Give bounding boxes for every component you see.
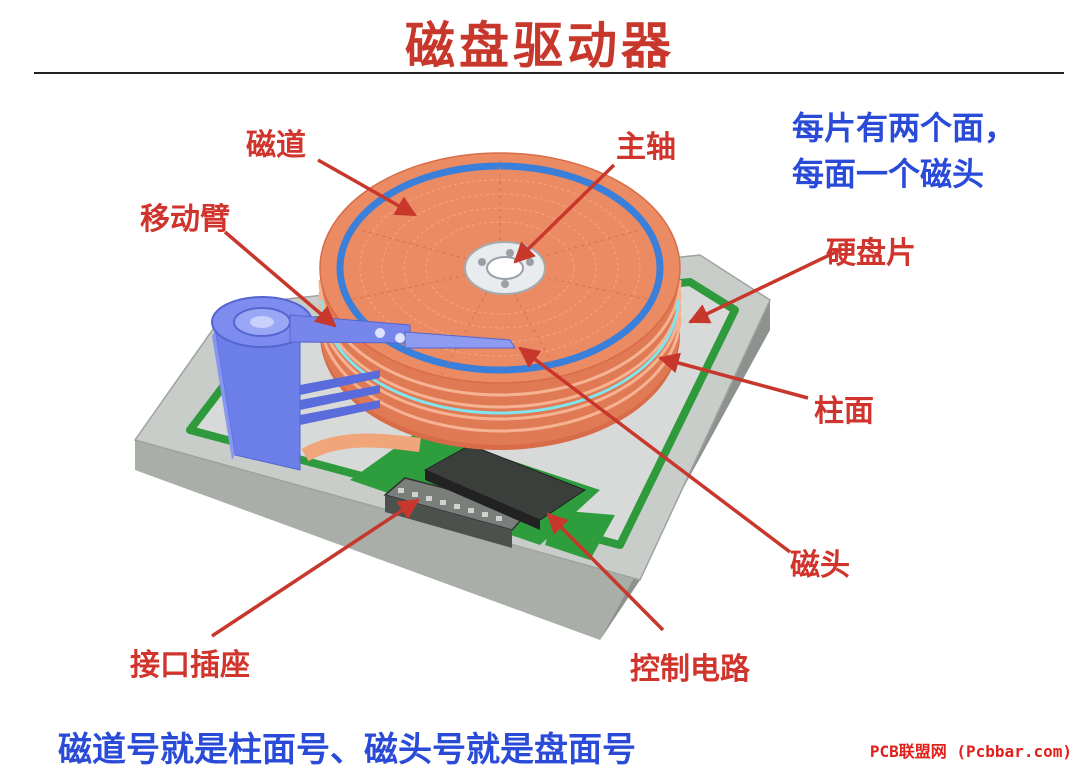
- title-divider: [34, 72, 1064, 74]
- label-platter: 硬盘片: [826, 236, 916, 271]
- spindle-hub: [464, 241, 546, 295]
- note-line-1: 每片有两个面，: [792, 109, 1017, 147]
- label-connector: 接口插座: [130, 648, 250, 683]
- label-cylinder: 柱面: [814, 394, 874, 429]
- label-spindle: 主轴: [616, 130, 676, 165]
- cylinder-arrow: [657, 352, 809, 400]
- label-track: 磁道: [246, 128, 306, 163]
- label-arm: 移动臂: [140, 202, 230, 237]
- page-title: 磁盘驱动器: [405, 17, 675, 75]
- arm-arrow: [223, 230, 337, 328]
- head-arrow: [518, 346, 792, 554]
- callout-arrows: [211, 158, 841, 638]
- bottom-caption: 磁道号就是柱面号、磁头号就是盘面号: [58, 730, 636, 770]
- platter-arrow: [688, 248, 841, 324]
- control-chip: [423, 444, 587, 530]
- track-arrow: [317, 158, 417, 217]
- flex-cable: [301, 433, 421, 462]
- controller-arrow: [546, 512, 665, 632]
- label-controller: 控制电路: [630, 652, 750, 687]
- actuator-arm: [211, 296, 516, 471]
- note-line-2: 每面一个磁头: [792, 155, 985, 193]
- spindle-arrow: [513, 163, 616, 264]
- label-head: 磁头: [790, 548, 850, 583]
- watermark: PCB联盟网 (Pcbbar.com): [869, 742, 1072, 761]
- connector-arrow: [211, 498, 420, 638]
